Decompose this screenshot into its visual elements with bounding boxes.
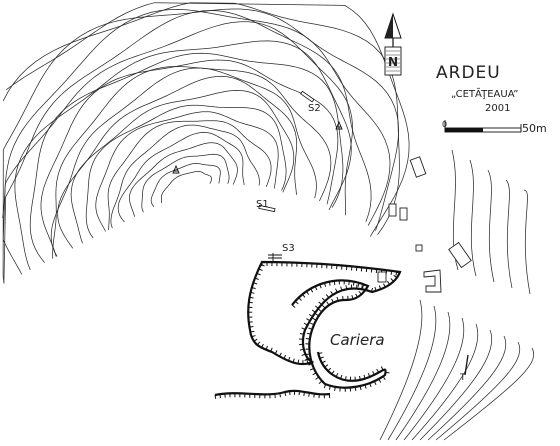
contour-line <box>523 189 531 295</box>
contour-line <box>107 120 272 231</box>
marker-t-label: T <box>459 373 466 383</box>
contour-line <box>160 171 212 204</box>
contour-line <box>50 67 317 257</box>
trench-s3 <box>268 253 282 261</box>
north-letter: N <box>388 55 398 69</box>
contour-line <box>487 169 495 283</box>
contour-line <box>505 179 513 289</box>
contour-line <box>403 317 465 441</box>
elevation-marker-icon <box>335 120 343 130</box>
contour-line <box>427 335 507 441</box>
contour-line <box>52 66 332 259</box>
buildings <box>377 156 472 293</box>
contour-line <box>2 2 400 235</box>
trench-s1 <box>258 204 276 213</box>
trench-label-s2: S2 <box>308 103 321 114</box>
survey-year: 2001 <box>485 103 510 114</box>
contour-line <box>411 323 479 441</box>
north-arrow-icon: N <box>384 12 402 76</box>
contour-line <box>443 347 535 441</box>
trenches: S1 S2 S3 <box>256 90 321 261</box>
quarry-pit <box>214 260 402 400</box>
contour-line <box>110 124 260 229</box>
contour-line <box>379 299 423 441</box>
quarry-floor-edge <box>214 389 331 397</box>
trench-label-s3: S3 <box>282 243 295 254</box>
contour-line <box>5 2 410 237</box>
contour-line <box>40 59 339 257</box>
building <box>377 271 387 283</box>
contour-line <box>469 159 477 277</box>
east-slope-contours <box>379 149 535 441</box>
contour-line <box>419 329 493 441</box>
contour-line <box>3 10 372 284</box>
scale-length-label: 50m <box>522 122 547 135</box>
building <box>415 244 423 252</box>
contour-line <box>2 21 353 275</box>
building <box>388 203 397 217</box>
contour-line <box>70 90 295 244</box>
contour-line <box>435 341 521 441</box>
building <box>399 207 408 221</box>
trench-s2 <box>300 90 315 103</box>
contour-line <box>150 163 221 208</box>
contour-lines <box>2 2 410 284</box>
marker-t: T <box>459 354 469 383</box>
elevation-markers <box>172 120 343 174</box>
site-subtitle: „CETĂŢEAUA” <box>451 87 518 100</box>
trench-label-s1: S1 <box>256 199 269 210</box>
quarry-inner-scarp <box>291 279 387 389</box>
scale-bar: 0 50m <box>442 120 547 135</box>
contour-line <box>387 305 437 441</box>
contour-line <box>117 132 245 223</box>
quarry-outer-scarp <box>247 260 402 366</box>
site-name: ARDEU <box>436 63 501 83</box>
contour-line <box>2 9 391 226</box>
scale-zero-label: 0 <box>442 120 447 129</box>
summit-marker-icon <box>172 164 180 174</box>
building <box>448 241 472 269</box>
building <box>409 156 427 178</box>
contour-line <box>395 311 451 441</box>
building <box>423 269 442 293</box>
contour-line <box>129 142 238 217</box>
contour-line <box>14 40 352 271</box>
contour-line <box>85 104 287 239</box>
contour-line <box>95 111 279 232</box>
contour-line <box>141 153 230 213</box>
quarry-label: Cariera <box>330 331 385 349</box>
scarp-hatching <box>214 262 400 400</box>
contour-line <box>29 52 344 263</box>
